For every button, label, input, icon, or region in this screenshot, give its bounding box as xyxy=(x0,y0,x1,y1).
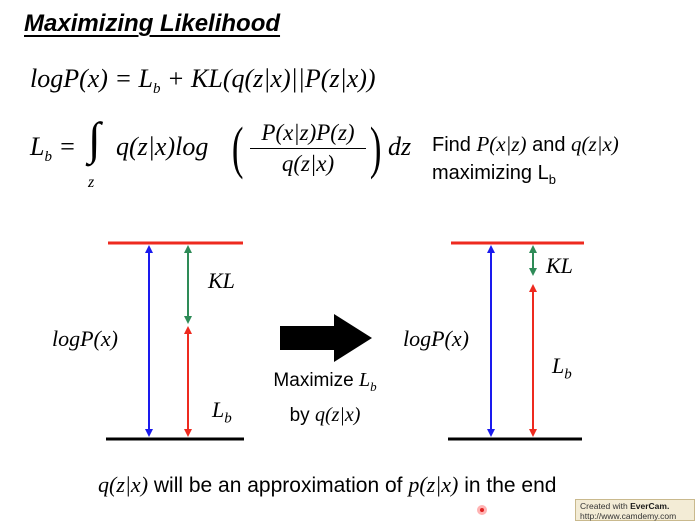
maximize-arrow xyxy=(280,314,372,362)
right-logp-label: logP(x) xyxy=(403,326,469,351)
find-qzx: q(z|x) xyxy=(571,132,619,156)
conclusion-end: in the end xyxy=(458,474,557,497)
lower-bound-equation: Lb = ∫ z q(z|x)log ( P(x|z)P(z) q(z|x) )… xyxy=(30,113,412,200)
evercam-watermark: Created with EverCam. http://www.camdemy… xyxy=(575,499,695,521)
find-pxz: P(x|z) xyxy=(476,132,527,156)
eq2-equals: = xyxy=(51,132,77,161)
slide-title: Maximizing Likelihood xyxy=(24,10,281,37)
eq1-lhs: logP(x) xyxy=(30,64,108,93)
right-paren: ) xyxy=(369,115,382,180)
conclusion-text: q(z|x) will be an approximation of p(z|x… xyxy=(98,472,556,498)
find-lb-sub: b xyxy=(548,172,556,187)
eq1-lb: L xyxy=(138,64,153,93)
fraction-bar xyxy=(250,148,366,149)
left-kl-label: KL xyxy=(208,268,235,293)
conclusion-mid: will be an approximation of xyxy=(148,474,409,497)
right-lb-label: Lb xyxy=(552,353,572,383)
cursor-pointer-icon xyxy=(477,505,487,515)
likelihood-equation: logP(x) = Lb + KL(q(z|x)||P(z|x)) xyxy=(30,64,376,98)
fraction-numerator: P(x|z)P(z) xyxy=(261,120,355,145)
right-kl-label: KL xyxy=(546,253,573,278)
eq1-kl-term: + KL(q(z|x)||P(z|x)) xyxy=(160,64,376,93)
left-paren: ( xyxy=(231,115,244,180)
find-and: and xyxy=(526,134,572,156)
integral-subscript: z xyxy=(88,174,95,191)
left-lb-label: Lb xyxy=(212,397,232,427)
maximize-caption: Maximize Lb by q(z|x) xyxy=(273,369,377,426)
left-logp-label: logP(x) xyxy=(52,326,118,351)
eq2-lhs: L xyxy=(30,132,45,161)
find-text: Find xyxy=(432,134,477,156)
eq2-lhs-sub: b xyxy=(44,149,52,166)
eq2-dz: dz xyxy=(388,132,412,161)
eq2-integrand: q(z|x)log xyxy=(116,132,209,161)
conclusion-qzx: q(z|x) xyxy=(98,472,149,497)
eq1-lb-sub: b xyxy=(152,81,161,98)
integral-sign: ∫ xyxy=(88,113,101,164)
find-maximizing: maximizing L xyxy=(432,162,549,184)
conclusion-pzx: p(z|x) xyxy=(408,472,459,497)
objective-note: Find P(x|z) and q(z|x) maximizing Lb xyxy=(432,130,619,194)
fraction-denominator: q(z|x) xyxy=(281,151,335,176)
fraction: P(x|z)P(z) q(z|x) xyxy=(246,120,370,177)
